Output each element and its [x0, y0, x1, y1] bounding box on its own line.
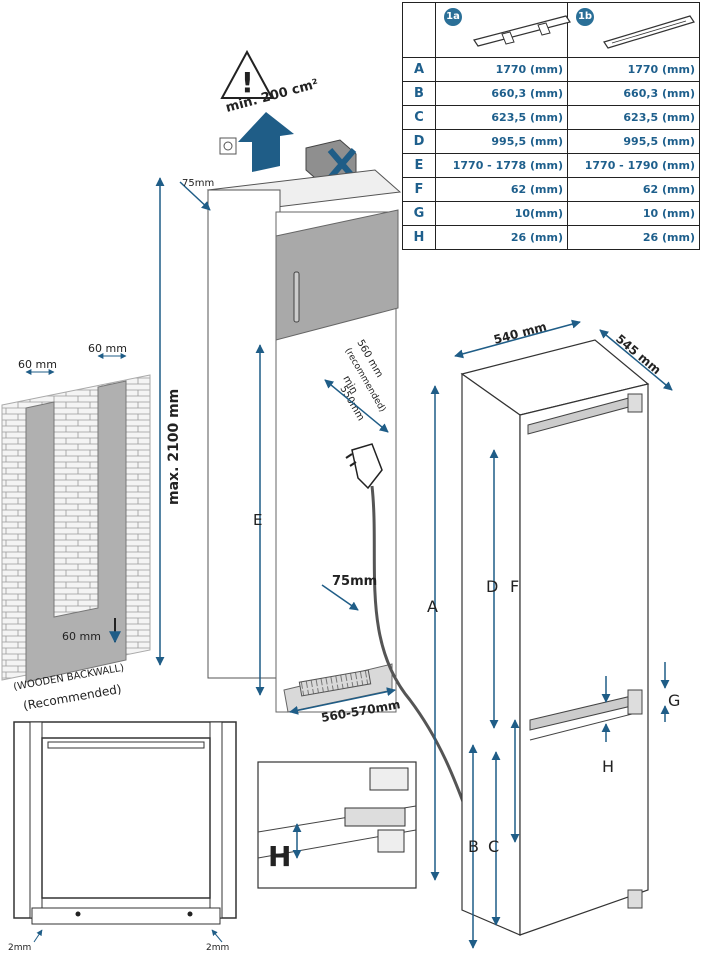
wall-60-left-label: 60 mm — [18, 358, 57, 371]
fridge-depth-line — [599, 329, 673, 391]
row-value: 1770 - 1790 (mm) — [567, 153, 700, 178]
rear-gap-label: 75mm — [332, 574, 377, 589]
row-value: 623,5 (mm) — [435, 105, 568, 130]
fridge-width-label: 540 mm — [492, 319, 548, 347]
bracket-1b-icon — [603, 15, 695, 49]
row-value: 26 (mm) — [435, 225, 568, 250]
detail-h-label: H — [268, 840, 291, 873]
top-gap-label: 75mm — [182, 178, 214, 189]
power-cable — [370, 485, 470, 816]
dim-b-label: B — [468, 837, 479, 856]
row-value: 1770 (mm) — [435, 57, 568, 82]
top-gap-line — [179, 181, 211, 211]
niche-depth-line — [324, 379, 389, 433]
bracket-1a-icon — [473, 15, 571, 47]
badge-1a: 1a — [444, 8, 462, 26]
brick-wall — [1, 374, 151, 683]
svg-text:!: ! — [241, 66, 254, 99]
row-key: F — [402, 177, 436, 202]
blocked-vent-icon — [305, 139, 357, 185]
cabinet-front-view — [13, 721, 237, 925]
dim-d-label: D — [486, 577, 498, 596]
max-height-label: max. 2100 mm — [166, 389, 182, 505]
rear-gap-line — [321, 584, 359, 611]
wall-60-right-label: 60 mm — [88, 342, 127, 355]
row-value: 62 (mm) — [435, 177, 568, 202]
table-corner — [402, 2, 436, 58]
row-key: A — [402, 57, 436, 82]
dim-g-label: G — [668, 691, 680, 710]
airflow-arrow-icon — [238, 112, 294, 172]
row-key: E — [402, 153, 436, 178]
row-key: H — [402, 225, 436, 250]
wall-socket-icon — [219, 137, 237, 155]
badge-1b: 1b — [576, 8, 594, 26]
hinge-detail — [257, 761, 417, 889]
row-value: 660,3 (mm) — [435, 81, 568, 106]
niche-width-line — [289, 687, 396, 715]
power-plug-icon — [345, 443, 383, 490]
dim-h-label: H — [602, 757, 614, 776]
table-header-1b: 1b — [567, 2, 700, 58]
fridge-width-line — [454, 319, 581, 359]
row-value: 26 (mm) — [567, 225, 700, 250]
row-key: G — [402, 201, 436, 226]
row-value: 660,3 (mm) — [567, 81, 700, 106]
row-value: 62 (mm) — [567, 177, 700, 202]
gap-left-line — [33, 929, 43, 943]
wall-60-bottom-label: 60 mm — [62, 630, 101, 643]
row-key: D — [402, 129, 436, 154]
dim-f-label: F — [510, 577, 519, 596]
cabinet — [206, 169, 402, 713]
row-value: 623,5 (mm) — [567, 105, 700, 130]
gap-left-label: 2mm — [8, 943, 31, 953]
gap-right-label: 2mm — [206, 943, 229, 953]
gap-right-line — [211, 929, 223, 943]
warning-icon: ! — [220, 49, 274, 99]
dim-c-label: C — [488, 837, 499, 856]
dim-a-label: A — [427, 597, 438, 616]
dim-e-label: E — [253, 511, 262, 529]
